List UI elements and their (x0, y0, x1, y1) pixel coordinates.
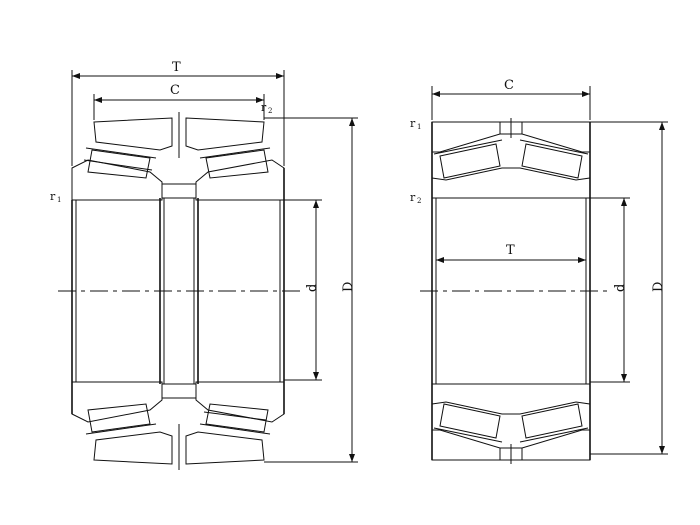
left-rollers-top (83, 147, 271, 179)
left-bearing-drawing: T C r 2 r 1 d (50, 60, 358, 470)
left-outer-ring-top (93, 112, 265, 158)
left-rollers-bottom (85, 403, 271, 435)
right-label-d: d (613, 284, 628, 292)
right-rollers-bottom (433, 403, 589, 443)
left-dimension-d: d (284, 199, 322, 381)
right-inner-ring-bottom (431, 383, 591, 415)
left-label-r1-sub: 1 (57, 196, 61, 204)
left-label-C: C (170, 83, 180, 98)
left-outer-ring-bottom (93, 424, 265, 470)
left-label-D: D (341, 282, 356, 292)
left-label-r2: r (261, 101, 267, 114)
left-dimension-D: D (264, 117, 358, 463)
right-dimension-C: C (431, 78, 591, 120)
right-bearing-drawing: C T r 1 r 2 d D (410, 78, 668, 464)
right-dimension-d: d (590, 197, 630, 383)
right-label-D: D (651, 282, 666, 292)
right-label-T: T (506, 243, 515, 258)
right-label-r1-sub: 1 (417, 123, 421, 131)
right-label-r1: r (410, 117, 416, 130)
right-outer-ring-bottom (431, 429, 591, 464)
left-inner-ring-bottom (71, 381, 285, 423)
right-outer-ring-top (431, 118, 591, 153)
right-inner-ring-top (431, 167, 591, 199)
left-label-T: T (172, 60, 181, 75)
left-dimension-T: T (71, 60, 285, 166)
left-label-d: d (305, 284, 320, 292)
left-label-r1: r (50, 190, 56, 203)
right-rollers-top (433, 139, 589, 179)
left-inner-ring-top (71, 159, 285, 201)
right-label-C: C (504, 78, 514, 93)
right-label-r2-sub: 2 (417, 197, 421, 205)
left-dimension-C: C (93, 83, 265, 120)
right-dimension-T: T (436, 243, 586, 263)
left-label-r2-sub: 2 (268, 107, 272, 115)
right-dimension-D: D (590, 121, 668, 455)
right-label-r2: r (410, 191, 416, 204)
